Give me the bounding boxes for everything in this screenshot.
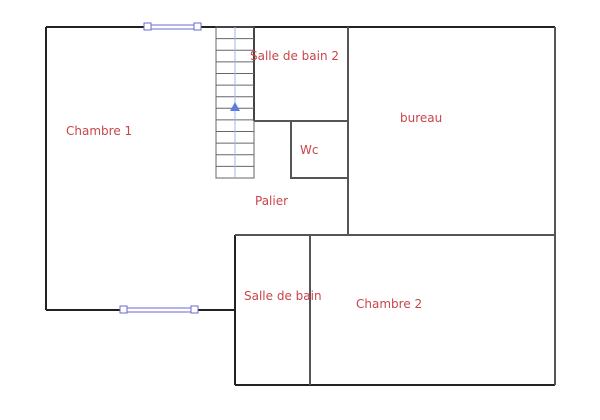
window-handle bbox=[143, 22, 152, 31]
window-bottom bbox=[119, 305, 199, 314]
stair-up-arrow-icon bbox=[230, 102, 240, 111]
room-label-salle-de-bain: Salle de bain bbox=[244, 289, 322, 303]
walls bbox=[45, 26, 556, 386]
room-label-palier: Palier bbox=[255, 194, 288, 208]
room-label-bureau: bureau bbox=[400, 111, 442, 125]
room-label-chambre-1: Chambre 1 bbox=[66, 124, 132, 138]
room-label-wc: Wc bbox=[300, 143, 318, 157]
window-handle bbox=[119, 305, 128, 314]
wall-wc bbox=[290, 120, 349, 179]
staircase bbox=[215, 26, 255, 179]
window-handle bbox=[193, 22, 202, 31]
window-top bbox=[143, 22, 202, 31]
window-handle bbox=[190, 305, 199, 314]
room-label-chambre-2: Chambre 2 bbox=[356, 297, 422, 311]
room-label-salle-de-bain-2: Salle de bain 2 bbox=[250, 49, 339, 63]
